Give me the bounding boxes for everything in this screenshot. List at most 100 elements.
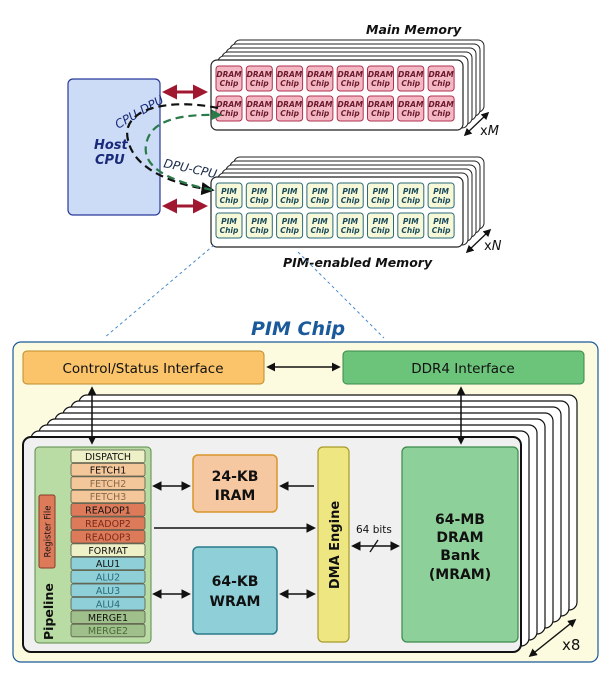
pipeline-stage-fetch2: FETCH2 [70, 476, 146, 490]
pipeline-stage-alu3: ALU3 [70, 583, 146, 598]
svg-text:Host: Host [94, 138, 129, 153]
svg-text:(MRAM): (MRAM) [429, 567, 491, 583]
pim-chip-line2: Chip [250, 226, 269, 235]
dram-chip-line2: Chip [341, 109, 360, 118]
pipeline-stage-alu2: ALU2 [70, 570, 146, 584]
svg-text:IRAM: IRAM [215, 488, 256, 504]
pim-chip-line2: Chip [371, 196, 390, 205]
dram-chip-line1: DRAM [398, 100, 424, 109]
pipeline-label: Pipeline [41, 583, 56, 640]
dram-chip-line1: DRAM [277, 100, 303, 109]
dram-bank-mram: 64-MB DRAM Bank (MRAM) [401, 446, 519, 643]
pim-chip-line1: PIM [251, 217, 267, 226]
pim-chip-grid: PIMChipPIMChipPIMChipPIMChipPIMChipPIMCh… [215, 182, 455, 239]
svg-text:DRAM: DRAM [436, 530, 483, 546]
main-memory-module: DRAMChipDRAMChipDRAMChipDRAMChipDRAMChip… [210, 39, 485, 131]
pim-chip-line1: PIM [403, 217, 419, 226]
svg-text:DMA Engine: DMA Engine [328, 501, 343, 589]
register-file [38, 494, 56, 569]
pipeline-stage-merge1: MERGE1 [70, 610, 146, 624]
pipeline-stage-fetch3: FETCH3 [70, 489, 146, 504]
pipeline-stage-format: FORMAT [70, 543, 146, 557]
zoom-guide-right [297, 251, 385, 339]
pipeline-stage-readop2: READOP2 [70, 516, 146, 531]
pim-chip-line2: Chip [401, 226, 420, 235]
pim-chip-line2: Chip [280, 226, 299, 235]
dram-chip-line2: Chip [401, 109, 420, 118]
svg-text:xN: xN [484, 239, 502, 254]
pim-chip-line1: PIM [342, 217, 358, 226]
pim-chip-line1: PIM [221, 187, 237, 196]
pim-chip-line1: PIM [312, 217, 328, 226]
pipeline-stage-label: READOP3 [85, 532, 131, 543]
svg-text:Control/Status Interface: Control/Status Interface [62, 361, 223, 377]
dma-engine: DMA Engine [317, 446, 350, 643]
dram-chip-line2: Chip [220, 79, 239, 88]
iram-block: 24-KB IRAM [192, 454, 278, 513]
pipeline-stage-alu4: ALU4 [70, 597, 146, 611]
pipeline-stage-label: FETCH1 [90, 465, 127, 476]
dram-chip-line2: Chip [432, 109, 451, 118]
svg-text:DDR4 Interface: DDR4 Interface [411, 361, 515, 377]
svg-text:64-KB: 64-KB [212, 574, 259, 590]
control-status-interface: Control/Status Interface [22, 350, 265, 385]
dram-chip-line2: Chip [401, 79, 420, 88]
pim-chip-line1: PIM [312, 187, 328, 196]
pipeline-stage-label: ALU2 [96, 573, 120, 584]
bus-width-label: 64 bits [356, 524, 392, 536]
pim-memory-count: xN [465, 228, 502, 254]
pipeline-stage-fetch1: FETCH1 [70, 462, 146, 477]
dram-chip-line1: DRAM [368, 70, 394, 79]
replication-label: x8 [562, 636, 580, 654]
pipeline-stage-label: ALU3 [96, 586, 120, 597]
pim-chip-line2: Chip [220, 226, 239, 235]
pim-chip-line2: Chip [371, 226, 390, 235]
dram-chip-line1: DRAM [307, 100, 333, 109]
pim-chip-line1: PIM [373, 187, 389, 196]
pim-chip-line1: PIM [433, 187, 449, 196]
replication-arrow [528, 618, 577, 658]
pipeline-stage-readop1: READOP1 [70, 503, 146, 517]
pipeline-stage-label: MERGE1 [88, 613, 128, 624]
pim-chip-line2: Chip [280, 196, 299, 205]
svg-text:Bank: Bank [440, 548, 480, 564]
dram-chip-line1: DRAM [216, 100, 242, 109]
pim-chip-line1: PIM [221, 217, 237, 226]
dram-chip-line2: Chip [371, 109, 390, 118]
dram-chip-line2: Chip [280, 79, 299, 88]
pipeline-stage-alu1: ALU1 [70, 556, 146, 571]
dram-chip-line1: DRAM [216, 70, 242, 79]
pim-chip-line1: PIM [282, 217, 298, 226]
pim-chip-line2: Chip [401, 196, 420, 205]
pipeline-stage-label: FETCH3 [90, 492, 127, 503]
pim-chip-line1: PIM [403, 187, 419, 196]
pim-chip-line2: Chip [432, 226, 451, 235]
bus-slash [369, 539, 379, 553]
pim-chip-line1: PIM [373, 217, 389, 226]
dram-chip-line2: Chip [250, 109, 269, 118]
pim-chip-line2: Chip [341, 226, 360, 235]
